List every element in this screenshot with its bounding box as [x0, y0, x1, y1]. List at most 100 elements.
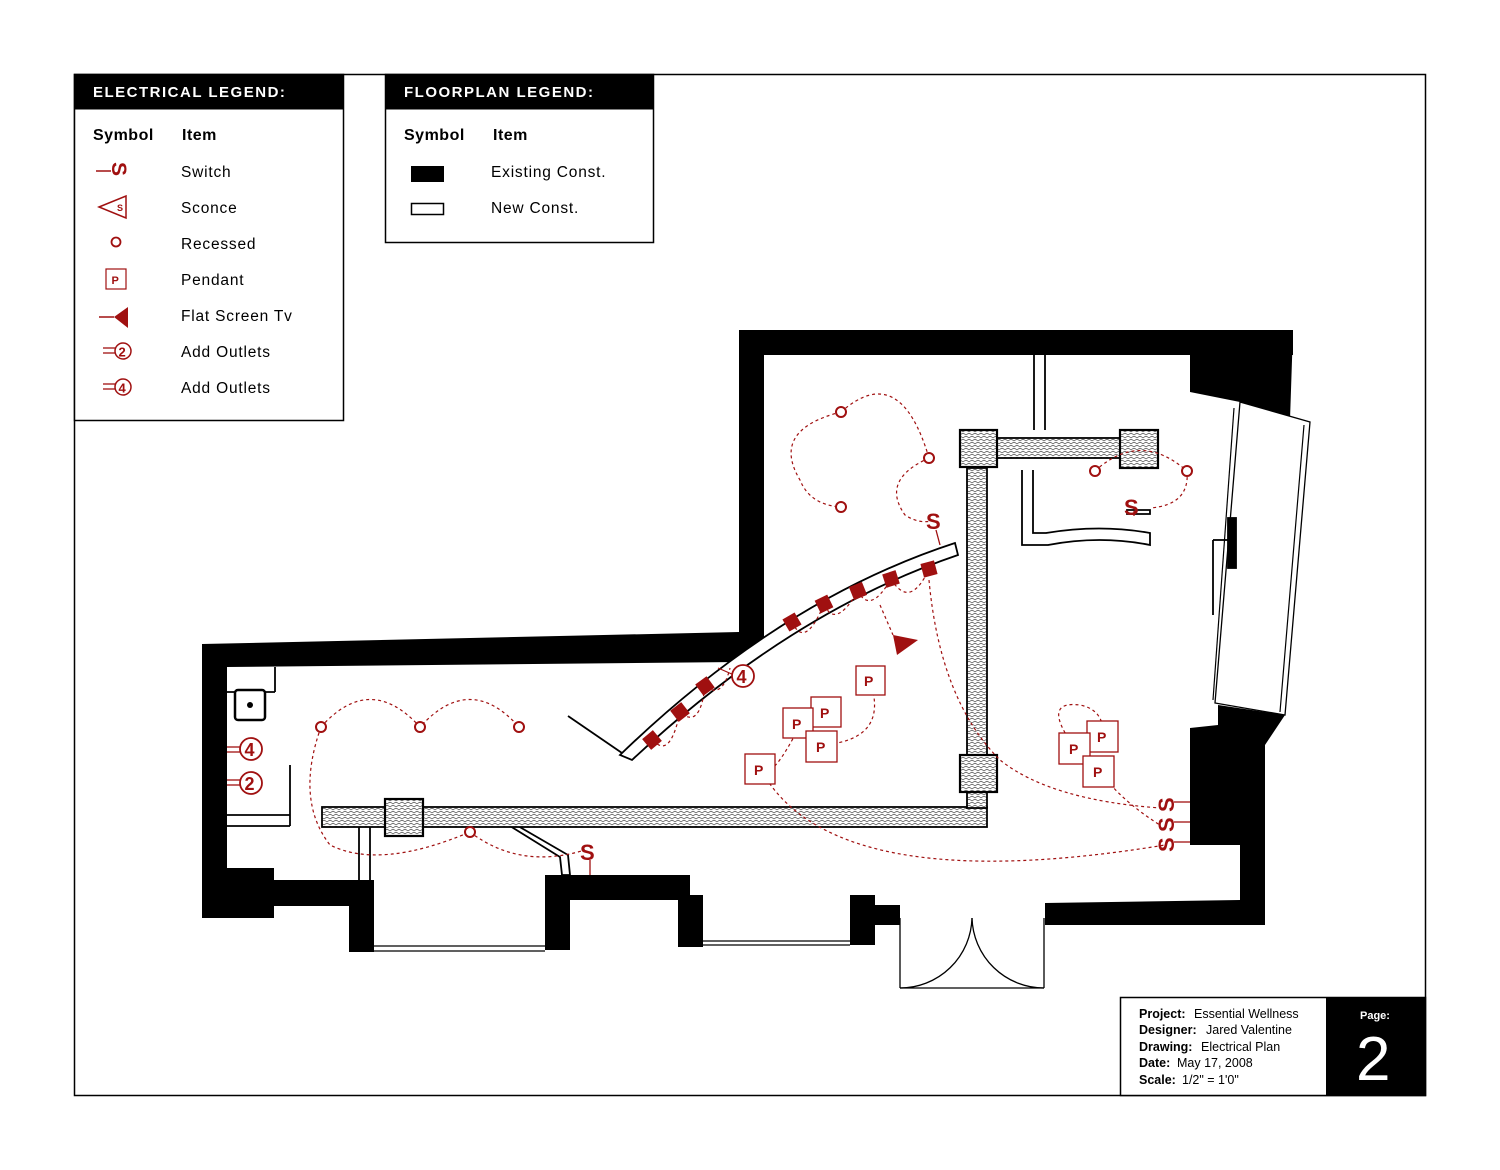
switch-icon: S	[1154, 837, 1190, 852]
sheet-border	[73, 73, 1427, 1097]
title-block: Project: Essential Wellness Designer: Ja…	[1119, 996, 1427, 1097]
sconce-icon	[848, 581, 868, 601]
recessed-light-icon	[923, 452, 935, 464]
scale-label: Scale:	[1139, 1073, 1176, 1087]
switch-icon: S	[96, 162, 130, 176]
electrical-legend-symbol-header: Symbol	[93, 127, 154, 144]
switch-letter: S	[580, 840, 595, 865]
recessed-light-icon	[1181, 465, 1193, 477]
outlet-2-icon-number: 2	[119, 345, 126, 360]
date-label: Date:	[1139, 1056, 1170, 1070]
floorplan-legend-title: FLOORPLAN LEGEND:	[404, 84, 595, 101]
page-label: Page:	[1360, 1010, 1390, 1022]
electrical-legend-title: ELECTRICAL LEGEND:	[93, 84, 286, 101]
legend-label-outlets-2: Add Outlets	[181, 344, 271, 361]
sconce-icon	[920, 560, 938, 578]
project-label: Project:	[1139, 1007, 1186, 1021]
recessed-light-icon	[315, 721, 327, 733]
switch-letter: S	[926, 509, 941, 534]
designer-value: Jared Valentine	[1206, 1023, 1292, 1037]
switch-icon: S	[1154, 817, 1190, 832]
pendant-icon: P	[105, 268, 127, 290]
legend-label-pendant: Pendant	[181, 272, 244, 289]
pendant-letter: P	[820, 705, 829, 721]
sconce-icon	[642, 730, 662, 750]
legend-label-existing-const: Existing Const.	[491, 164, 606, 181]
floorplan-legend-symbol-header: Symbol	[404, 127, 465, 144]
switch-letter: S	[1154, 837, 1179, 852]
recessed-lights	[315, 406, 1193, 838]
legend-label-outlets-4: Add Outlets	[181, 380, 271, 397]
entry-doors	[899, 917, 1045, 989]
legend-label-switch: Switch	[181, 164, 231, 181]
switches: S S S S S S	[580, 495, 1190, 875]
flat-screen-tv-icon	[893, 635, 918, 655]
outlet-number: 2	[245, 774, 255, 794]
floor-drain-icon	[233, 688, 267, 722]
existing-walls	[202, 330, 1293, 952]
switch-icon: S	[926, 509, 941, 546]
new-construction-icon	[410, 202, 445, 216]
window-lines	[374, 401, 1311, 952]
pendant-letter: P	[1097, 729, 1106, 745]
electrical-legend-item-header: Item	[182, 127, 217, 144]
switch-letter: S	[1154, 817, 1179, 832]
hatched-walls	[321, 428, 1160, 838]
floor-plan: P P P P P P P	[202, 330, 1311, 989]
electrical-legend: ELECTRICAL LEGEND: Symbol Item S Switch …	[73, 73, 345, 422]
pendant-letter: P	[792, 716, 801, 732]
recessed-light-icon	[1089, 465, 1101, 477]
sconce-icon	[782, 612, 802, 632]
pendant-icon: P	[810, 696, 842, 728]
switch-letter: S	[1154, 797, 1179, 812]
recessed-light-icon	[414, 721, 426, 733]
drawing-label: Drawing:	[1139, 1040, 1192, 1054]
pendant-icon: P	[744, 753, 776, 785]
pendants: P P P P P P P	[744, 665, 1119, 788]
existing-construction-icon	[411, 166, 444, 182]
outlet-number: 4	[245, 740, 255, 760]
outlets: 4 2 4	[227, 664, 755, 795]
recessed-light-icon	[513, 721, 525, 733]
pendant-letter: P	[754, 762, 763, 778]
pendant-icon: P	[855, 665, 886, 696]
sconce-icon	[695, 676, 715, 696]
outlet-4-icon: 4	[103, 378, 132, 396]
switch-icon: S	[1124, 495, 1139, 520]
switch-letter: S	[1124, 495, 1139, 520]
pendant-icon-letter: P	[112, 275, 119, 287]
pendant-icon: P	[1086, 720, 1119, 753]
pendant-letter: P	[1069, 741, 1078, 757]
sconce-icon-letter: S	[117, 203, 123, 213]
outlet-2-icon: 2	[103, 342, 132, 360]
legend-label-flat-screen-tv: Flat Screen Tv	[181, 308, 293, 325]
date-value: May 17, 2008	[1177, 1056, 1253, 1070]
outlet-4-icon: 4	[731, 664, 755, 688]
new-partitions	[227, 355, 1237, 880]
recessed-light-icon	[464, 826, 476, 838]
designer-label: Designer:	[1139, 1023, 1197, 1037]
floorplan-legend-item-header: Item	[493, 127, 528, 144]
recessed-light-icon	[835, 406, 847, 418]
pendant-icon: P	[1082, 755, 1115, 788]
scale-value: 1/2" = 1'0"	[1182, 1073, 1239, 1087]
switch-icon-letter: S	[107, 162, 130, 176]
pendant-letter: P	[816, 739, 825, 755]
wall-sconces	[642, 560, 938, 750]
pendant-letter: P	[864, 673, 873, 689]
recessed-light-icon	[110, 236, 122, 248]
flat-screen-tv-icon	[99, 307, 128, 328]
sconce-icon	[814, 594, 834, 614]
page-number: 2	[1356, 1025, 1390, 1094]
sconce-icon	[670, 702, 690, 722]
sconce-icon: S	[97, 194, 127, 220]
outlet-4-icon: 4	[227, 737, 263, 761]
pendant-icon: P	[805, 730, 838, 763]
outlet-2-icon: 2	[227, 771, 263, 795]
recessed-light-icon	[835, 501, 847, 513]
pendant-letter: P	[1093, 764, 1102, 780]
legend-label-new-const: New Const.	[491, 200, 579, 217]
outlet-4-icon-number: 4	[119, 381, 127, 396]
legend-label-sconce: Sconce	[181, 200, 238, 217]
